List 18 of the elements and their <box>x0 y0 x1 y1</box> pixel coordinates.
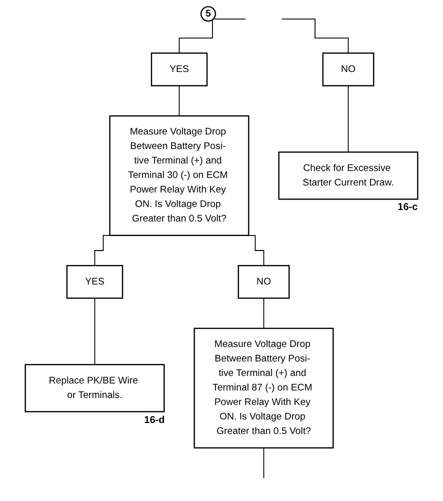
node-box: YES <box>150 52 208 86</box>
connector <box>94 298 96 366</box>
connector <box>281 18 349 54</box>
figure-reference: 16-d <box>144 414 165 426</box>
node-box: NO <box>322 52 374 86</box>
figure-reference: 16-c <box>398 202 418 214</box>
node-circle: 5 <box>200 6 216 22</box>
connector <box>263 298 264 329</box>
connector <box>263 447 264 479</box>
node-box: Check for Excessive Starter Current Draw. <box>278 152 418 200</box>
node-box: NO <box>238 264 290 299</box>
connector <box>178 85 180 116</box>
node-box: YES <box>66 264 124 299</box>
connector <box>348 85 349 153</box>
node-box: Measure Voltage Drop Between Battery Posi- tive Terminal (+) and Terminal 87 (-) on ECM Power Relay With Key ON. Is Voltage Drop Greater than 0.5 Volt? <box>194 328 334 448</box>
node-box: Measure Voltage Drop Between Battery Posi- tive Terminal (+) and Terminal 30 (-) on ECM Power Relay With Key ON. Is Voltage Drop Greater than 0.5 Volt? <box>109 115 250 236</box>
connector <box>178 18 246 54</box>
node-box: Replace PK/BE Wire or Terminals. <box>24 364 165 412</box>
